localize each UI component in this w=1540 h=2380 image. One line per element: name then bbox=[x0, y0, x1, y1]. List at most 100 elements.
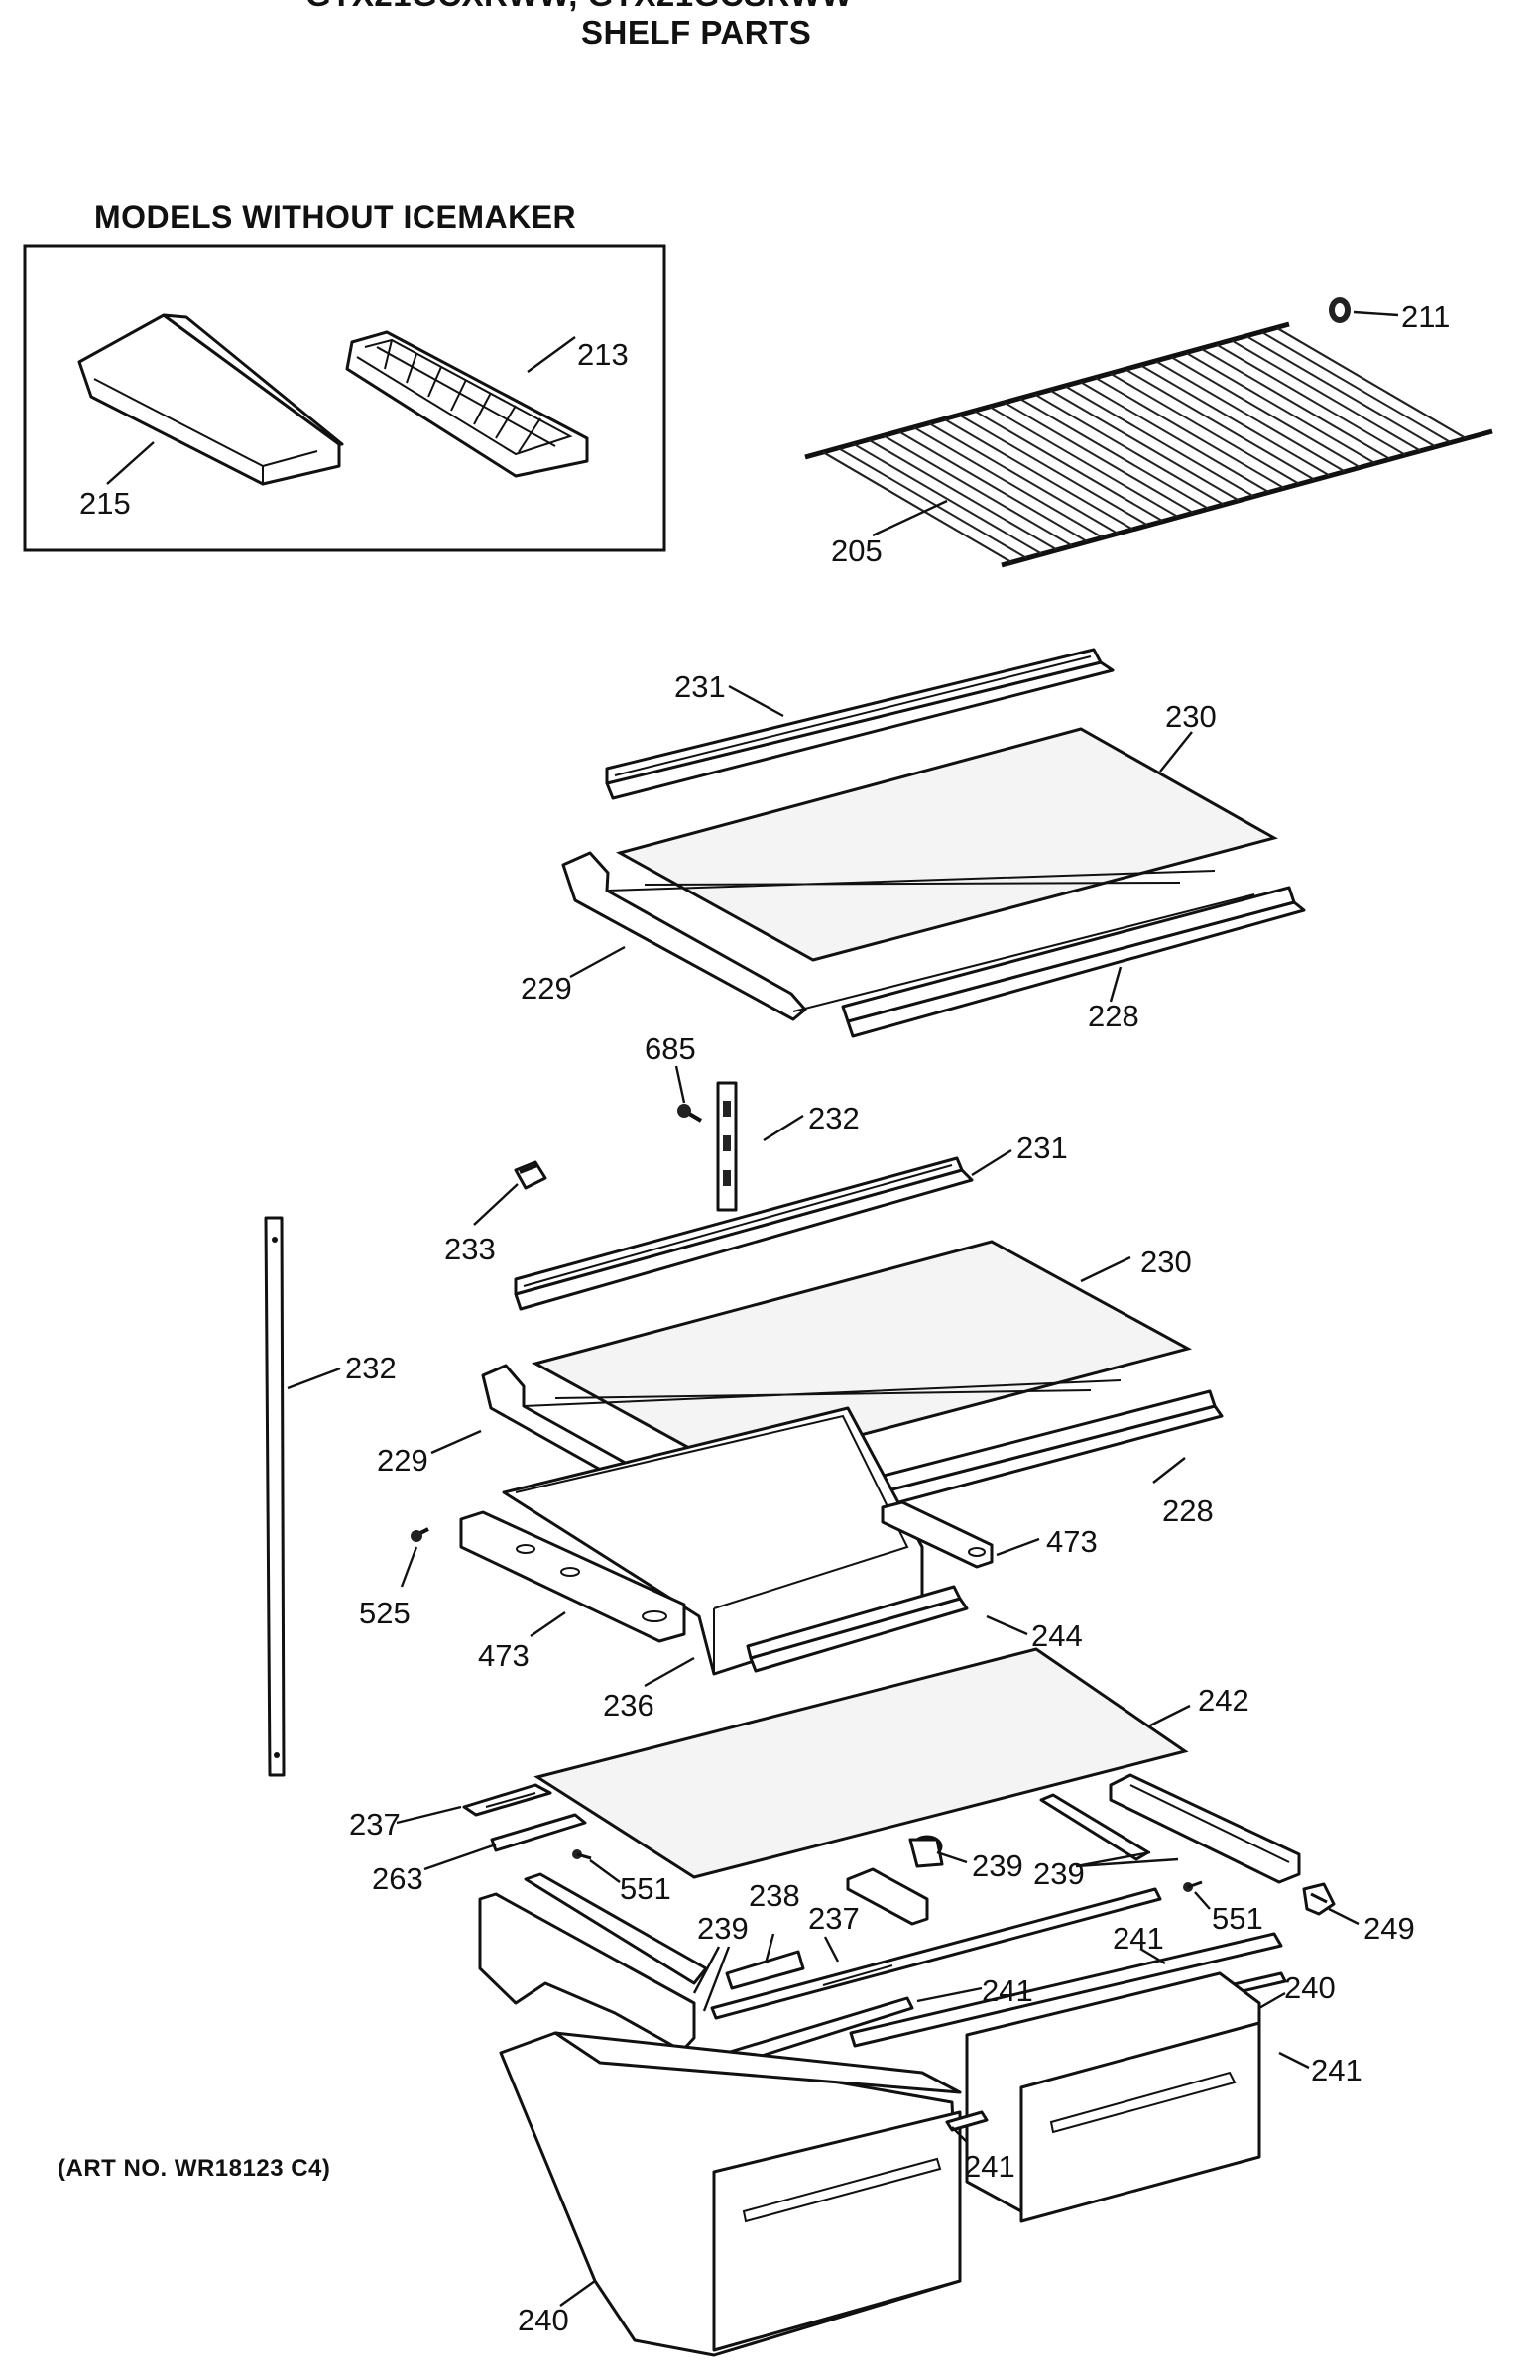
shelf-wire-rod bbox=[1140, 364, 1331, 477]
label-215: 215 bbox=[79, 486, 131, 521]
drawer-240-right bbox=[965, 1971, 1261, 2223]
side-bracket-left bbox=[478, 1872, 708, 2053]
ice-tray-213 bbox=[345, 330, 589, 478]
shelf-wire-rod bbox=[1261, 331, 1452, 444]
shelf-wire-rod bbox=[868, 438, 1058, 551]
shelf-wire-rod bbox=[1276, 327, 1467, 439]
shelf-wire-rod bbox=[1064, 385, 1254, 498]
label-241-lower: 241 bbox=[964, 2149, 1015, 2184]
glass-230-upper bbox=[616, 727, 1278, 962]
label-231-upper: 231 bbox=[674, 669, 726, 704]
trim-228-upper bbox=[841, 886, 1306, 1038]
rail-237-left bbox=[462, 1783, 552, 1817]
trim-241-lower bbox=[945, 2110, 989, 2132]
ice-bucket-215 bbox=[77, 313, 344, 486]
trim-244 bbox=[746, 1585, 969, 1673]
ladder-232-left bbox=[264, 1216, 286, 1777]
label-241-right: 241 bbox=[1311, 2053, 1362, 2087]
ladder-232-upper bbox=[716, 1081, 738, 1212]
roller-239-center bbox=[846, 1835, 944, 1926]
label-205: 205 bbox=[831, 534, 883, 568]
label-228-upper: 228 bbox=[1088, 999, 1139, 1033]
label-242: 242 bbox=[1198, 1683, 1249, 1718]
label-232-left: 232 bbox=[345, 1351, 397, 1385]
label-230-upper: 230 bbox=[1165, 699, 1217, 734]
shelf-stop-211 bbox=[1329, 298, 1351, 323]
label-551-left: 551 bbox=[620, 1871, 671, 1906]
shelf-wire-rod bbox=[928, 421, 1119, 535]
slide-473-left bbox=[459, 1510, 686, 1643]
inset-title: MODELS WITHOUT ICEMAKER bbox=[94, 199, 577, 235]
label-233: 233 bbox=[444, 1232, 496, 1266]
shelf-wire-rod bbox=[958, 414, 1148, 527]
glass-242 bbox=[533, 1647, 1189, 1879]
label-228-lower: 228 bbox=[1162, 1493, 1214, 1528]
glass-230-lower bbox=[532, 1240, 1193, 1472]
diagram-title-line2: SHELF PARTS bbox=[581, 14, 812, 51]
clip-249 bbox=[1302, 1882, 1336, 1916]
inset-box bbox=[23, 244, 666, 552]
trim-231-upper bbox=[605, 648, 1115, 800]
shelf-wire-rod bbox=[1155, 360, 1346, 473]
shelf-wire-rod bbox=[1125, 368, 1315, 481]
drawer-240-left bbox=[499, 2031, 962, 2357]
label-473-right: 473 bbox=[1046, 1524, 1098, 1559]
frame-229-upper bbox=[561, 851, 1255, 1021]
trim-240-top bbox=[849, 1932, 1283, 2048]
shelf-wire-rod bbox=[1185, 352, 1375, 464]
label-236: 236 bbox=[603, 1688, 654, 1723]
screw-525 bbox=[411, 1527, 429, 1542]
label-229-lower: 229 bbox=[377, 1443, 428, 1478]
shelf-wire-rod bbox=[1170, 356, 1361, 469]
label-239-left: 239 bbox=[697, 1911, 749, 1946]
label-551-right: 551 bbox=[1212, 1901, 1263, 1936]
label-525: 525 bbox=[359, 1596, 411, 1630]
shelf-wire-rod bbox=[853, 442, 1043, 555]
screw-551-right bbox=[1183, 1880, 1203, 1892]
label-213: 213 bbox=[577, 337, 629, 372]
shelf-wire-rod bbox=[1201, 347, 1391, 460]
label-263: 263 bbox=[372, 1861, 423, 1896]
shelf-wire-rod bbox=[974, 410, 1164, 523]
art-number: (ART NO. WR18123 C4) bbox=[58, 2155, 331, 2182]
label-231-lower: 231 bbox=[1016, 1130, 1068, 1165]
label-237-center: 237 bbox=[808, 1901, 860, 1936]
label-249: 249 bbox=[1363, 1911, 1415, 1946]
label-241-top: 241 bbox=[1113, 1921, 1164, 1956]
shelf-wire-rod bbox=[1034, 393, 1225, 506]
shelf-wire-rod bbox=[913, 426, 1104, 538]
rail-263 bbox=[490, 1813, 587, 1852]
label-239-right: 239 bbox=[1033, 1856, 1085, 1891]
shelf-wire-rod bbox=[837, 446, 1027, 559]
clip-238 bbox=[725, 1950, 805, 1990]
slide-473-right bbox=[881, 1500, 994, 1569]
screw-685 bbox=[677, 1104, 703, 1123]
label-240-left: 240 bbox=[518, 2303, 569, 2337]
label-230-lower: 230 bbox=[1140, 1245, 1192, 1279]
label-229-upper: 229 bbox=[521, 971, 572, 1006]
trim-231-lower bbox=[514, 1156, 974, 1311]
label-240-right: 240 bbox=[1284, 1970, 1336, 2005]
screw-551-left bbox=[572, 1849, 592, 1860]
shelf-wire-rod bbox=[1231, 339, 1421, 452]
label-685: 685 bbox=[645, 1031, 696, 1066]
label-239-center: 239 bbox=[972, 1848, 1023, 1883]
shelf-wire-rod bbox=[943, 417, 1133, 531]
shelf-wire-rod bbox=[883, 434, 1073, 547]
shelf-wire-rod bbox=[1018, 397, 1209, 510]
shelf-wire-rod bbox=[1095, 377, 1285, 489]
shelf-wire-rod bbox=[822, 451, 1012, 563]
wire-shelf-205 bbox=[804, 321, 1493, 568]
rail-right-249-side bbox=[1109, 1773, 1301, 1884]
label-473-left: 473 bbox=[478, 1638, 530, 1673]
part-labels: 215 213 211 205 231 230 229 228 685 232 … bbox=[79, 299, 1450, 2337]
label-238: 238 bbox=[749, 1878, 800, 1913]
diagram-title-line1: GTX21GCXRWW, GTX21GCSRWW bbox=[305, 0, 853, 14]
label-241-mid: 241 bbox=[982, 1973, 1033, 2008]
shelf-wire-rod bbox=[1245, 335, 1436, 448]
label-211: 211 bbox=[1401, 299, 1450, 334]
label-244: 244 bbox=[1031, 1618, 1083, 1653]
clip-233 bbox=[514, 1160, 547, 1190]
label-237-left: 237 bbox=[349, 1807, 401, 1842]
